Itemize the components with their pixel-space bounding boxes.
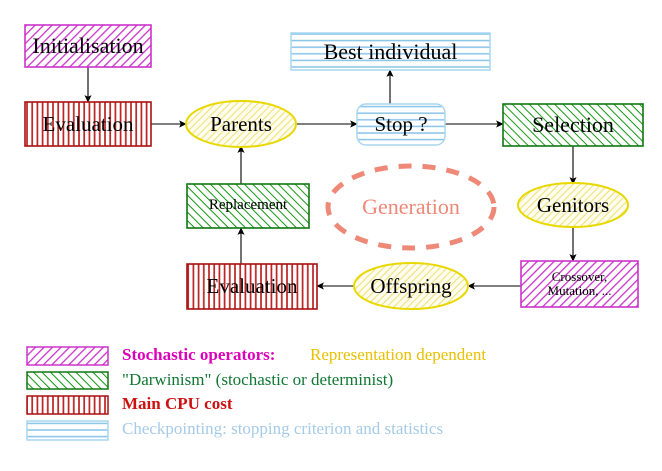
legend-label-representation: Representation dependent xyxy=(310,345,487,364)
legend-label-stochastic: Stochastic operators: xyxy=(122,345,276,364)
legend-swatch-checkpointing xyxy=(26,420,109,441)
node-replacement[interactable] xyxy=(186,183,310,229)
node-evaluation-bottom[interactable] xyxy=(186,263,318,310)
legend-swatch-darwinism xyxy=(26,371,109,390)
node-parents[interactable] xyxy=(185,100,297,148)
legend-swatch-cpu xyxy=(26,395,109,415)
node-crossover[interactable] xyxy=(520,260,639,308)
node-generation xyxy=(325,163,497,251)
legend-label-checkpointing: Checkpointing: stopping criterion and st… xyxy=(122,419,444,438)
legend-label-darwinism: "Darwinism" (stochastic or determinist) xyxy=(122,370,394,389)
node-offspring[interactable] xyxy=(353,262,469,310)
node-initialisation[interactable] xyxy=(24,24,152,68)
node-genitors[interactable] xyxy=(517,182,629,228)
legend-swatch-stochastic xyxy=(26,346,109,366)
legend-label-cpu-cost: Main CPU cost xyxy=(122,394,233,413)
node-evaluation-top[interactable] xyxy=(24,101,152,147)
node-best-individual[interactable] xyxy=(290,32,491,71)
node-selection[interactable] xyxy=(502,103,644,147)
node-stop[interactable] xyxy=(356,103,446,146)
edge-group xyxy=(84,67,577,290)
